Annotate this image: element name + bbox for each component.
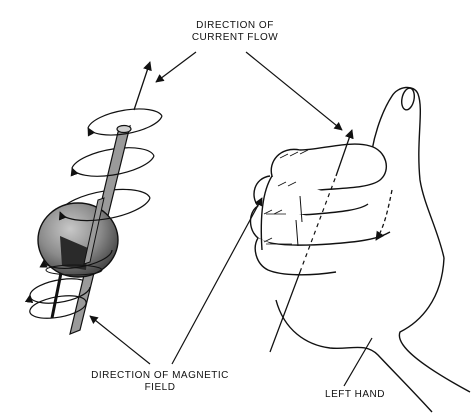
current-arrow-left: [133, 61, 152, 111]
current-flow-label-line-2: CURRENT FLOW: [191, 32, 279, 43]
conductor-through-hand: [269, 129, 393, 353]
magnetic-field-label-line-2: FIELD: [144, 382, 176, 393]
current-flow-label: DIRECTION OF CURRENT FLOW: [170, 20, 300, 44]
conductor-assembly: [24, 61, 163, 335]
thumbnail: [401, 87, 415, 111]
field-loops-front: [24, 115, 163, 319]
finger-3: [249, 205, 391, 246]
magnetic-field-label-line-1: DIRECTION OF MAGNETIC: [91, 370, 229, 381]
current-flow-label-line-1: DIRECTION OF: [196, 20, 274, 31]
leader-lines: [89, 51, 373, 387]
compass-sphere: [37, 197, 119, 278]
left-hand-label: LEFT HAND: [325, 389, 385, 400]
current-arrow-right: [335, 129, 354, 177]
thumb: [371, 86, 445, 259]
finger-4: [254, 237, 337, 276]
magnetic-field-label: DIRECTION OF MAGNETIC FIELD: [60, 370, 260, 394]
left-hand: [249, 86, 471, 413]
finger-1: [270, 143, 388, 192]
